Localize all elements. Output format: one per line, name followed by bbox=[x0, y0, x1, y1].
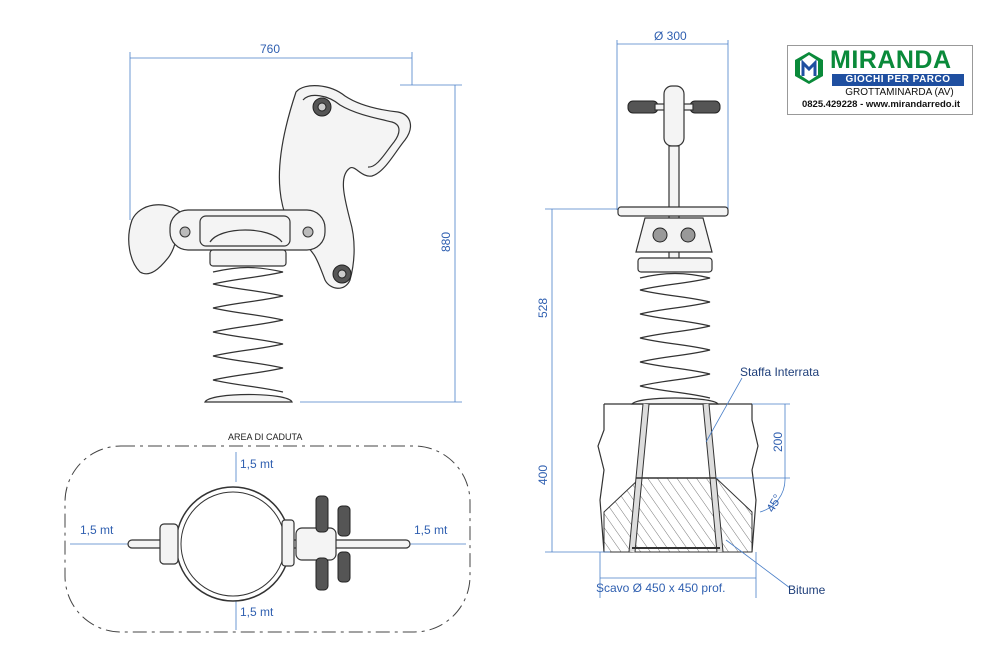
anchor-legs bbox=[628, 403, 724, 553]
brand-city: GROTTAMINARDA (AV) bbox=[845, 87, 954, 98]
fall-area-right-label: 1,5 mt bbox=[414, 523, 448, 537]
anchor-leader bbox=[705, 377, 743, 443]
bitumen-leader bbox=[725, 539, 791, 589]
concrete-block bbox=[603, 477, 753, 553]
top-handle-1 bbox=[315, 495, 329, 533]
top-handle-2 bbox=[337, 505, 351, 537]
height-528-label: 528 bbox=[536, 298, 550, 318]
fall-area-top-label: 1,5 mt bbox=[240, 457, 274, 471]
fall-area-left-label: 1,5 mt bbox=[80, 523, 114, 537]
brand-name: MIRANDA bbox=[830, 46, 952, 74]
width-label: 760 bbox=[260, 42, 280, 56]
top-label: 200 bbox=[771, 432, 785, 452]
horse-body bbox=[278, 85, 412, 289]
top-handle-4 bbox=[337, 551, 351, 583]
depth-label: 400 bbox=[536, 465, 550, 485]
fall-area-title: AREA DI CADUTA bbox=[228, 432, 302, 442]
excavation-label: Scavo Ø 450 x 450 prof. bbox=[596, 581, 725, 595]
fall-area: AREA DI CADUTA 1,5 mt 1,5 mt 1,5 mt 1,5 … bbox=[64, 432, 471, 633]
foundation: 400 200 45° Scavo Ø 450 x 450 prof. Staf… bbox=[536, 365, 826, 598]
bitumen-label: Bitume bbox=[788, 583, 826, 597]
seat-side bbox=[617, 206, 729, 217]
base-circle bbox=[175, 486, 291, 602]
handle-right bbox=[689, 100, 721, 114]
spring-front bbox=[204, 249, 293, 403]
fall-area-boundary bbox=[64, 445, 471, 633]
angle-arc bbox=[759, 477, 786, 513]
horse-tail bbox=[128, 204, 181, 275]
brand-mark-icon bbox=[795, 52, 823, 84]
diameter-label: Ø 300 bbox=[654, 29, 687, 43]
spring-side bbox=[630, 257, 720, 405]
brand-logo: MIRANDA GIOCHI PER PARCO GROTTAMINARDA (… bbox=[787, 45, 973, 115]
brand-contact: 0825.429228 - www.mirandarredo.it bbox=[801, 99, 961, 110]
front-view: 760 880 bbox=[128, 42, 462, 403]
handle-left bbox=[627, 100, 659, 114]
height-label: 880 bbox=[439, 232, 453, 252]
top-view-object bbox=[127, 486, 411, 602]
anchor-label: Staffa Interrata bbox=[740, 365, 819, 379]
side-view: Ø 300 528 bbox=[536, 29, 729, 405]
top-handle-3 bbox=[315, 557, 329, 591]
brand-tagline: GIOCHI PER PARCO bbox=[832, 74, 964, 86]
fall-area-bottom-label: 1,5 mt bbox=[240, 605, 274, 619]
